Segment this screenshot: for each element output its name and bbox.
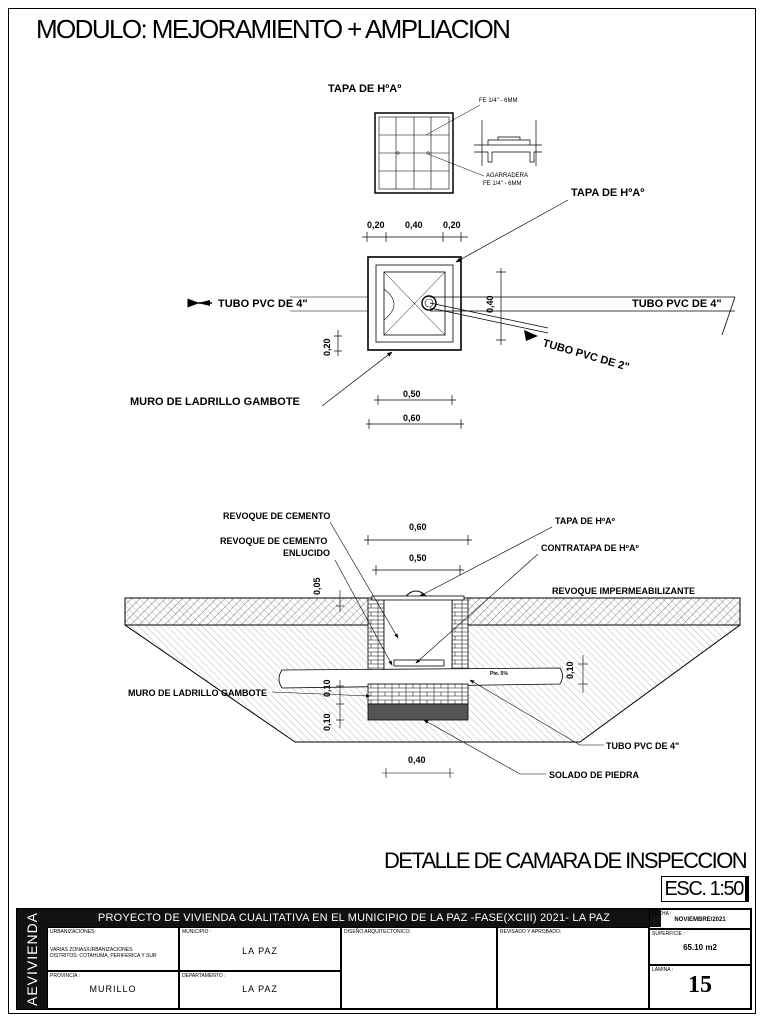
agarradera-label: AGARRADERA <box>486 173 528 179</box>
superficie-value: 65.10 m2 <box>683 943 717 952</box>
muro-plan-label: MURO DE LADRILLO GAMBOTE <box>130 396 300 408</box>
departamento-cell: DEPARTAMENTO : LA PAZ <box>179 971 341 1009</box>
tubo-right-label: TUBO PVC DE 4" <box>632 298 722 310</box>
company-name: AEVIVIENDA <box>24 911 40 1007</box>
dim-060-section: 0,60 <box>409 522 427 532</box>
dim-005: 0,05 <box>312 577 322 595</box>
tapa-plan-label: TAPA DE HºAº <box>571 187 644 199</box>
revisado-label: REVISADO Y APROBADO: <box>500 929 562 935</box>
plan-right-dim <box>496 268 506 345</box>
fe-label: FE 1/4" - 6MM <box>479 98 517 104</box>
enlucido-label: ENLUCIDO <box>283 548 330 558</box>
revoque-cemento-label: REVOQUE DE CEMENTO <box>223 511 330 521</box>
provincia-label: PROVINCIA : <box>50 973 81 979</box>
dim-020-left: 0,20 <box>367 220 385 230</box>
dim-020-right: 0,20 <box>443 220 461 230</box>
project-title: PROYECTO DE VIVIENDA CUALITATIVA EN EL M… <box>47 909 661 927</box>
muro-section-label: MURO DE LADRILLO GAMBOTE <box>128 688 267 698</box>
tubo-section-label: TUBO PVC DE 4" <box>606 741 679 751</box>
section-top-dims <box>364 535 472 575</box>
section-left-dim-005 <box>336 590 344 612</box>
dim-040-top: 0,40 <box>405 220 423 230</box>
superficie-label: SUPERFICIE : <box>652 931 685 937</box>
solado-label: SOLADO DE PIEDRA <box>549 770 640 780</box>
provincia-value: MURILLO <box>89 984 137 994</box>
lamina-number: 15 <box>688 972 712 998</box>
dim-040-section: 0,40 <box>408 755 426 765</box>
title-block-side: AEVIVIENDA <box>17 909 47 1009</box>
dim-010-right: 0,10 <box>565 661 575 679</box>
section-right-dim-010 <box>578 655 588 693</box>
fecha-label: FECHA : <box>652 911 672 917</box>
title-block: AEVIVIENDA PROYECTO DE VIVIENDA CUALITAT… <box>16 908 752 1010</box>
dim-050-plan: 0,50 <box>403 389 421 399</box>
dim-020-vertical: 0,20 <box>322 338 332 356</box>
contratapa-label: CONTRATAPA DE HºAº <box>541 543 639 553</box>
plan-top-dims <box>362 232 468 242</box>
drawing-sheet <box>8 8 756 1014</box>
agarradera-fe: FE 1/4" - 6MM <box>483 181 521 187</box>
dim-050-section: 0,50 <box>409 553 427 563</box>
lamina-label: LAMINA : <box>652 967 674 973</box>
camara-plan <box>367 256 462 351</box>
detail-scale: ESC. 1:50 <box>661 876 746 902</box>
tapa-section-label: TAPA DE HºAº <box>555 516 616 526</box>
lamina-cell: LAMINA : 15 <box>649 965 751 1009</box>
municipio-label: MUNICIPIO : <box>182 929 212 935</box>
municipio-value: LA PAZ <box>242 946 278 956</box>
urbanizaciones-line2: DISTRITOS: COTAHUMA, PERIFERICA Y SUR <box>50 953 157 959</box>
revoque-imp-label: REVOQUE IMPERMEABILIZANTE <box>552 586 695 596</box>
urbanizaciones-label: URBANIZACIONES: <box>50 929 96 935</box>
section-left-dims-010 <box>336 680 344 728</box>
dim-010-a: 0,10 <box>322 679 332 697</box>
dim-040-vertical: 0,40 <box>485 295 495 313</box>
urbanizaciones-cell: URBANIZACIONES: VARIAS ZONAS/URBANIZACIO… <box>47 927 179 971</box>
tapa-section-mini <box>474 120 542 166</box>
provincia-cell: PROVINCIA : MURILLO <box>47 971 179 1009</box>
tubo-left-label: TUBO PVC DE 4" <box>218 298 308 310</box>
plan-left-dim <box>334 330 342 356</box>
departamento-label: DEPARTAMENTO : <box>182 973 226 979</box>
revisado-cell: REVISADO Y APROBADO: <box>497 927 649 1009</box>
plan-pipes <box>290 296 735 334</box>
tubo-2-label: TUBO PVC DE 2" <box>541 337 630 373</box>
dim-060-plan: 0,60 <box>403 413 421 423</box>
fecha-cell: FECHA : NOVIEMBRE/2021 <box>649 909 751 929</box>
pte-label: Pte. 5% <box>490 671 508 677</box>
municipio-cell: MUNICIPIO : LA PAZ <box>179 927 341 971</box>
tapa-top-label: TAPA DE HºAº <box>328 83 401 95</box>
section-bottom-dim <box>382 768 454 778</box>
dim-010-b: 0,10 <box>322 713 332 731</box>
diseno-label: DISEÑO ARQUITECTONICO: <box>344 929 411 935</box>
fecha-value: NOVIEMBRE/2021 <box>674 917 726 923</box>
page-title: MODULO: MEJORAMIENTO + AMPLIACION <box>36 14 511 44</box>
departamento-value: LA PAZ <box>242 984 278 994</box>
urbanizaciones-line1: VARIAS ZONAS/URBANIZACIONES <box>50 947 133 953</box>
superficie-cell: SUPERFICIE : 65.10 m2 <box>649 929 751 965</box>
camara-section <box>124 590 741 743</box>
diseno-cell: DISEÑO ARQUITECTONICO: <box>341 927 497 1009</box>
revoque-cemento-2-label: REVOQUE DE CEMENTO <box>220 536 327 546</box>
detail-title: DETALLE DE CAMARA DE INSPECCION <box>384 848 748 873</box>
plan-bottom-dims <box>366 395 464 429</box>
tapa-grid <box>374 112 454 194</box>
